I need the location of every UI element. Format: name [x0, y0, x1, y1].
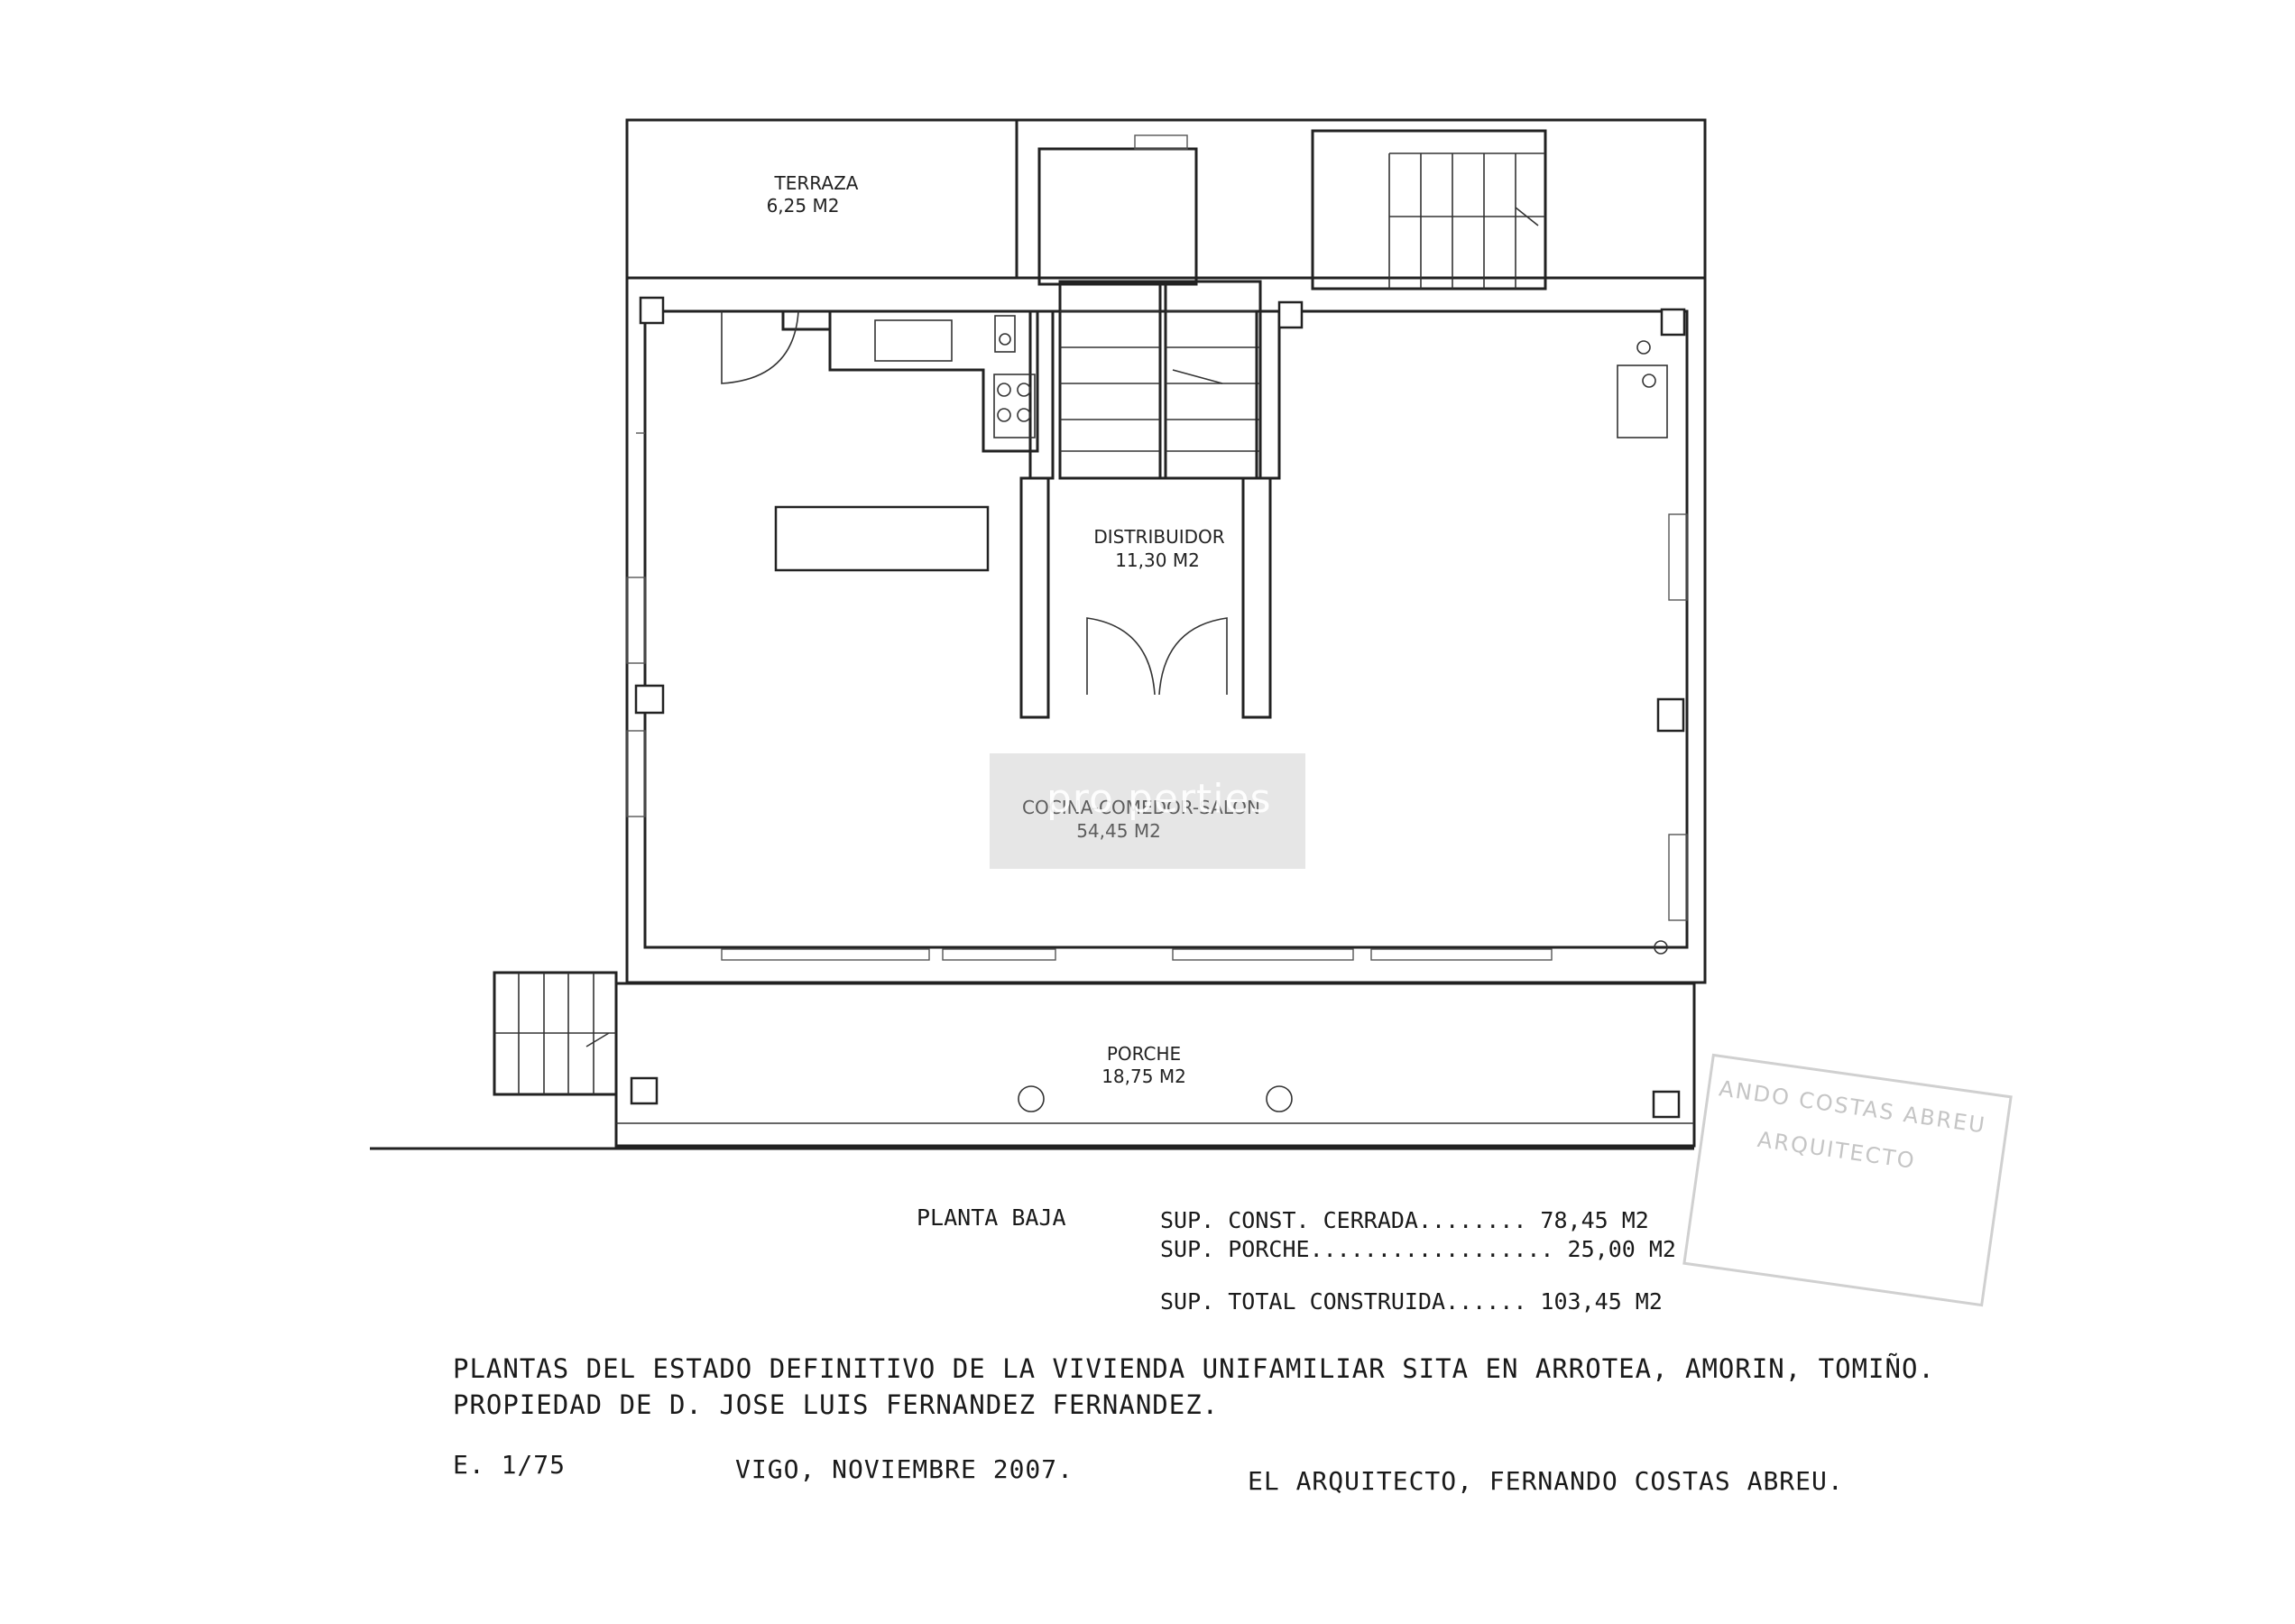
- terrace-area: [625, 118, 1018, 280]
- drawing-scale: E. 1/75: [453, 1450, 567, 1480]
- room-label-salon-area: 54,45 M2: [1076, 820, 1161, 842]
- floor-name: PLANTA BAJA: [917, 1204, 1066, 1231]
- porch: [614, 982, 1696, 1148]
- stamp-line-2: ARQUITECTO: [1756, 1126, 1918, 1175]
- side-stairs: [493, 971, 618, 1096]
- room-label-distribuidor-name: DISTRIBUIDOR: [1093, 526, 1224, 548]
- windows: [626, 432, 1688, 961]
- drawing-title-line-2: PROPIEDAD DE D. JOSE LUIS FERNANDEZ FERN…: [453, 1389, 1220, 1420]
- pillars: [630, 296, 1686, 1119]
- architect-stamp: ANDO COSTAS ABREU ARQUITECTO: [1682, 1053, 2013, 1307]
- top-right-stairs: [1311, 129, 1547, 291]
- right-fixtures: [1617, 340, 1685, 955]
- summary-porch-area: SUP. PORCHE.................. 25,00 M2: [1160, 1236, 1676, 1262]
- room-label-terraza-name: TERRAZA: [774, 172, 859, 194]
- watermark-logo: pro perties: [1046, 776, 1272, 822]
- drawing-title-line-1: PLANTAS DEL ESTADO DEFINITIVO DE LA VIVI…: [453, 1353, 1935, 1384]
- distribuidor-walls: [1019, 309, 1281, 719]
- watermark-box: [990, 753, 1305, 869]
- kitchen-fixtures: [721, 310, 1039, 572]
- summary-closed-area: SUP. CONST. CERRADA........ 78,45 M2: [1160, 1207, 1649, 1233]
- summary-total-area: SUP. TOTAL CONSTRUIDA...... 103,45 M2: [1160, 1288, 1663, 1315]
- room-label-porche-area: 18,75 M2: [1101, 1066, 1186, 1087]
- room-label-salon-name: COCINA-COMEDOR-SALON: [1022, 797, 1260, 818]
- top-central-room: [1037, 134, 1198, 286]
- central-stairwell: [1058, 280, 1262, 480]
- architect-signature: EL ARQUITECTO, FERNANDO COSTAS ABREU.: [1248, 1466, 1844, 1496]
- room-label-porche-name: PORCHE: [1107, 1043, 1181, 1065]
- room-label-distribuidor-area: 11,30 M2: [1115, 549, 1200, 571]
- drawing-date: VIGO, NOVIEMBRE 2007.: [735, 1454, 1074, 1484]
- room-label-terraza-area: 6,25 M2: [767, 195, 840, 217]
